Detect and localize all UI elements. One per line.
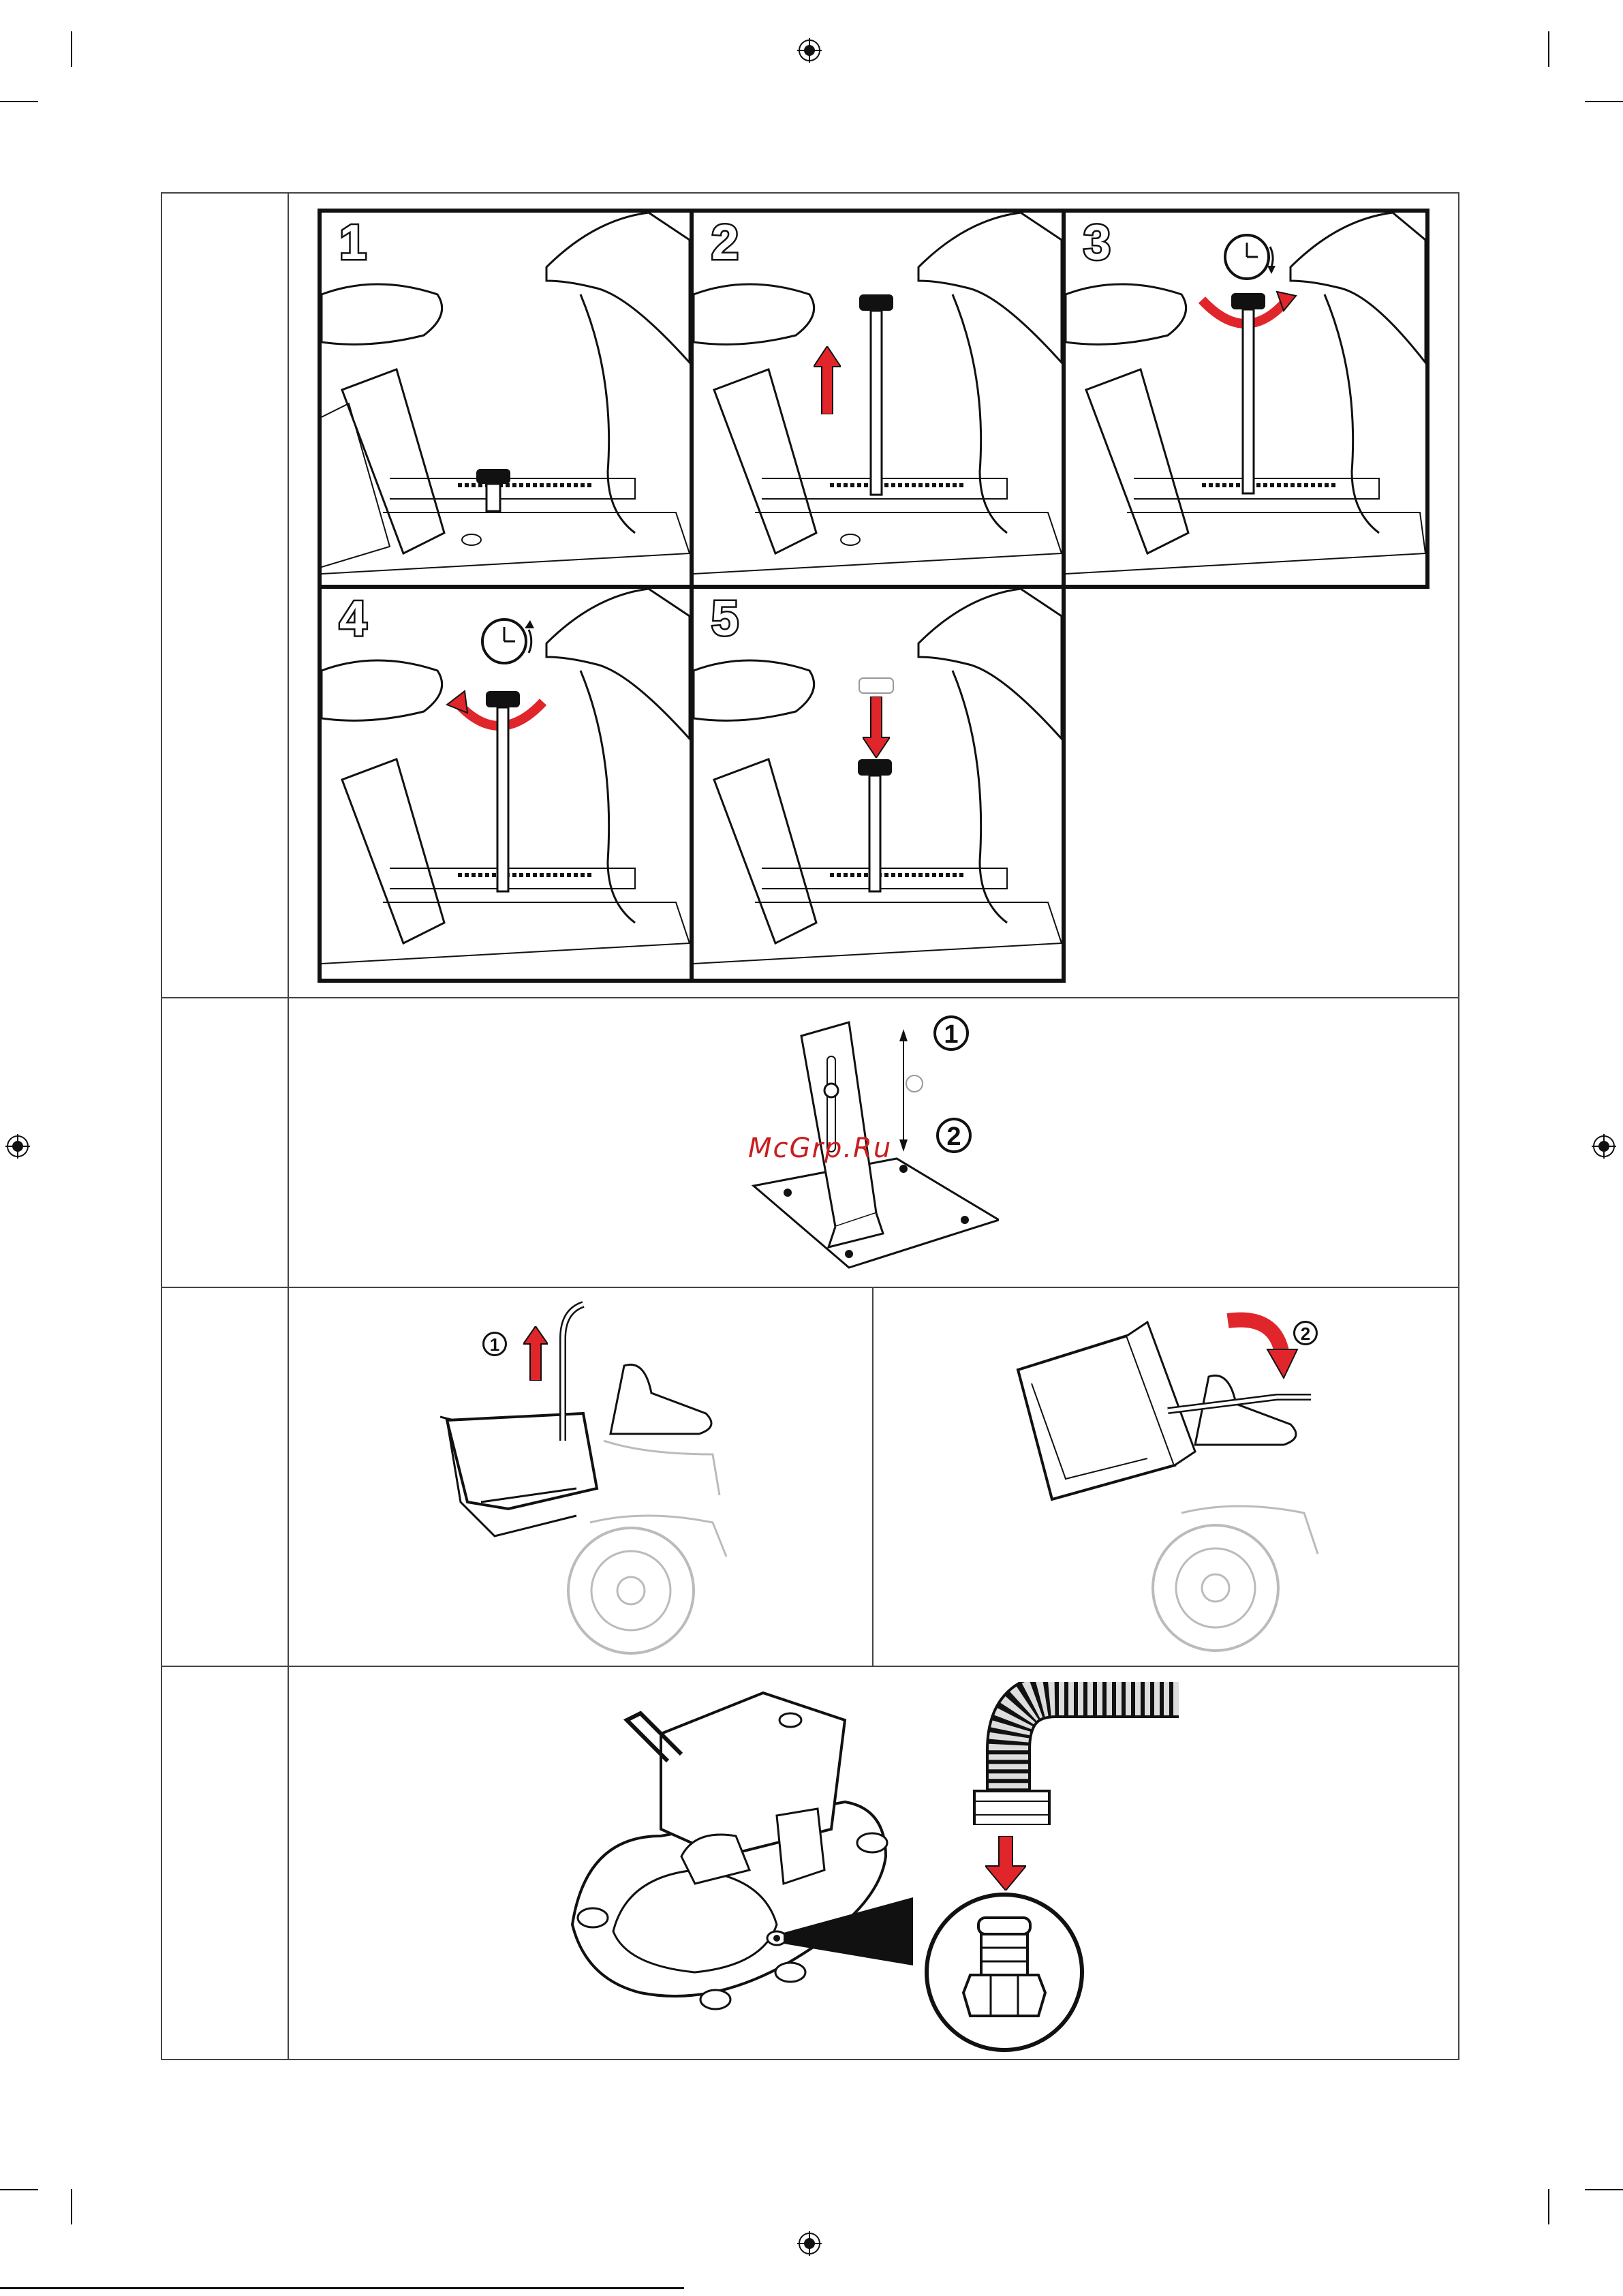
step-panel-1: 1: [318, 209, 694, 589]
crop-mark-top-right-v: [1548, 31, 1549, 67]
registration-mark-left: [5, 1134, 30, 1159]
table-row-divider-3: [161, 1666, 1459, 1667]
callout-number-2: 2: [1293, 1321, 1318, 1345]
step-number-badge: 3: [1071, 217, 1123, 269]
arrow-up-icon: [523, 1326, 548, 1381]
table-left-column-divider: [288, 192, 289, 2060]
step-number-badge: 2: [699, 217, 751, 269]
registration-mark-right: [1592, 1134, 1616, 1159]
callout-number-1: 1: [482, 1332, 507, 1356]
seat-post-raised-icon: [482, 691, 523, 896]
rotate-arrow-icon: [1221, 1307, 1303, 1382]
clock-counterclockwise-icon: [473, 611, 534, 672]
step-panel-3: 3: [1062, 209, 1429, 589]
hose-connector-detail-icon: [923, 1891, 1086, 2054]
crop-mark-top-left-v: [71, 31, 72, 67]
seat-post-raised-icon: [856, 294, 897, 499]
table-row-divider-2: [161, 1287, 1459, 1288]
registration-mark-top: [797, 38, 822, 63]
arrow-up-icon: [814, 346, 841, 414]
arrow-down-icon: [985, 1836, 1026, 1891]
hose-icon: [968, 1682, 1192, 1825]
step-panel-5: 5: [690, 585, 1066, 983]
crop-mark-bottom-left-v: [71, 2189, 72, 2224]
bottom-rule: [0, 2287, 684, 2289]
table-row-divider-1: [161, 997, 1459, 998]
table-row3-split: [872, 1287, 874, 1666]
step-panel-2: 2: [690, 209, 1066, 589]
clock-clockwise-icon: [1218, 226, 1280, 288]
mower-deck-illustration: [559, 1679, 913, 2020]
crop-mark-bottom-left-h: [0, 2189, 38, 2190]
step-number-badge: 1: [327, 217, 379, 269]
step-panel-4: 4: [318, 585, 694, 983]
watermark-text: McGrp.Ru: [748, 1133, 892, 1164]
seat-knob-icon: [473, 469, 514, 517]
crop-mark-bottom-right-v: [1548, 2189, 1549, 2224]
callout-number-2: 2: [936, 1118, 972, 1153]
registration-mark-bottom: [797, 2231, 822, 2256]
crop-mark-top-right-h: [1585, 101, 1623, 102]
step-number-badge: 4: [327, 593, 379, 645]
seat-post-raised-icon: [1228, 293, 1269, 498]
step-number-badge: 5: [699, 593, 751, 645]
collector-lift-illustration: [440, 1298, 733, 1659]
ghost-knob-outline: [857, 676, 895, 697]
seat-post-lowered-icon: [854, 759, 895, 896]
callout-number-1: 1: [933, 1015, 969, 1051]
crop-mark-bottom-right-h: [1585, 2189, 1623, 2190]
arrow-down-icon: [863, 697, 890, 758]
crop-mark-top-left-h: [0, 101, 38, 102]
